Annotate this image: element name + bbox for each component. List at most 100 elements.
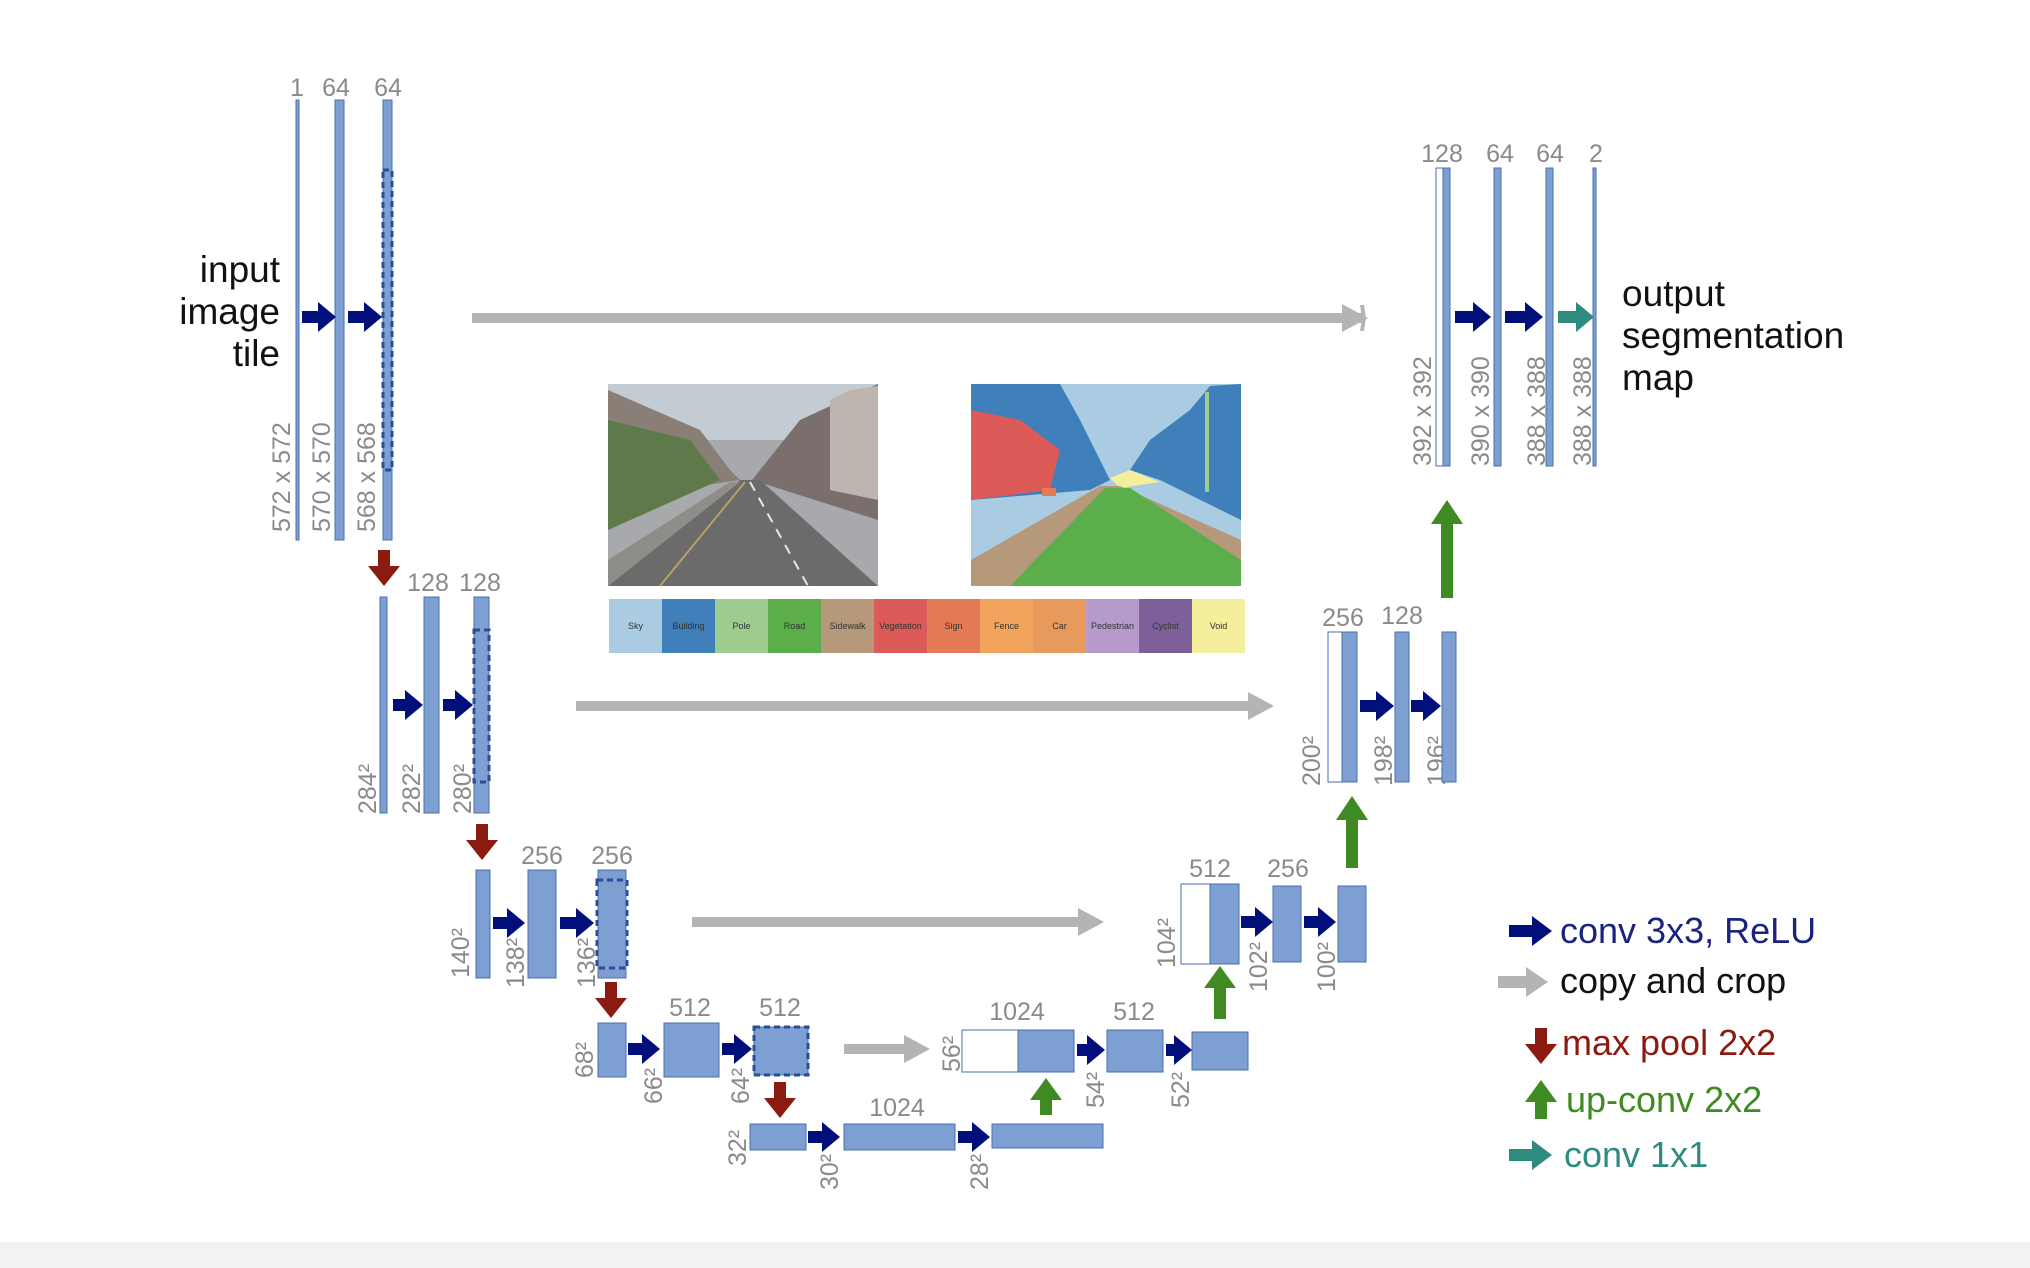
legend-label-upconv: up-conv 2x2 (1566, 1079, 1762, 1120)
pool-arrow (595, 982, 627, 1018)
channel-label: 128 (1381, 602, 1423, 630)
output-caption-line-1: output (1622, 273, 1726, 314)
class-swatch-void: Void (1192, 599, 1245, 653)
class-swatch-label: Sidewalk (829, 621, 866, 631)
class-swatch-sign: Sign (927, 599, 980, 653)
size-label: 138² (502, 938, 530, 988)
channel-label: 256 (521, 842, 563, 870)
upconv-arrow (1204, 966, 1236, 1019)
feature-map (597, 869, 627, 979)
class-swatch-fence: Fence (980, 599, 1033, 653)
output-caption-line-3: map (1622, 357, 1694, 398)
feature-map (597, 1022, 627, 1078)
upconv-arrows (1030, 500, 1463, 1115)
conv-arrow (958, 1122, 990, 1152)
size-label: 388 x 388 (1569, 356, 1597, 466)
legend-pool-icon (1525, 1028, 1557, 1064)
class-swatch-label: Sky (628, 621, 644, 631)
segmentation-map (971, 384, 1241, 586)
footer-strip (0, 1242, 2030, 1268)
class-swatch-sky: Sky (609, 599, 662, 653)
size-label: 140² (447, 928, 475, 978)
conv-arrow (1077, 1035, 1105, 1065)
class-swatch-cyclist: Cyclist (1139, 599, 1192, 653)
pool-arrow (368, 550, 400, 586)
channel-label: 2 (1589, 140, 1603, 168)
size-label: 282² (398, 764, 426, 814)
channel-label: 64 (374, 74, 402, 102)
upconv-arrow (1030, 1078, 1062, 1115)
size-label: 570 x 570 (308, 422, 336, 532)
feature-map (527, 869, 557, 979)
size-label: 66² (640, 1068, 668, 1104)
feature-map (1545, 167, 1554, 467)
feature-map (1441, 631, 1457, 783)
class-swatch-label: Vegetation (879, 621, 922, 631)
conv-arrow (1166, 1035, 1192, 1065)
legend-upconv-icon (1525, 1080, 1557, 1119)
conv-arrows (302, 302, 1543, 1152)
legend-conv1x1-icon (1509, 1140, 1552, 1170)
channel-label: 512 (1189, 855, 1231, 883)
channel-label: 512 (669, 994, 711, 1022)
channel-label: 256 (591, 842, 633, 870)
legend: conv 3x3, ReLU copy and crop max pool 2x… (1498, 910, 1816, 1175)
channel-label: 128 (459, 569, 501, 597)
legend-label-copy: copy and crop (1560, 960, 1786, 1001)
copy-map (1327, 631, 1343, 783)
conv-arrow (443, 690, 473, 720)
channel-label: 1024 (989, 998, 1045, 1026)
size-label: 30² (816, 1154, 844, 1190)
size-label: 56² (938, 1036, 966, 1072)
channel-label: 1 (290, 74, 304, 102)
feature-map (382, 99, 393, 541)
copy-arrow-level-3 (692, 908, 1104, 936)
copy-crop-arrows (472, 304, 1368, 1063)
channel-label: 128 (407, 569, 449, 597)
legend-label-pool: max pool 2x2 (1562, 1022, 1776, 1063)
upconv-arrow (1431, 500, 1463, 598)
feature-map (1337, 885, 1367, 963)
feature-map (1017, 1029, 1075, 1073)
conv-arrow (808, 1122, 840, 1152)
conv-arrow (628, 1034, 660, 1064)
pool-arrows (368, 550, 796, 1118)
feature-map (1341, 631, 1358, 783)
legend-label-conv1x1: conv 1x1 (1564, 1134, 1708, 1175)
channel-label: 512 (1113, 998, 1155, 1026)
legend-label-conv: conv 3x3, ReLU (1560, 910, 1816, 951)
class-swatch-label: Void (1210, 621, 1228, 631)
feature-map (843, 1123, 956, 1151)
feature-map (1394, 631, 1410, 783)
conv-arrow (1360, 691, 1394, 721)
input-caption-line-3: tile (233, 333, 280, 374)
feature-map (991, 1123, 1104, 1149)
channel-label: 64 (1536, 140, 1564, 168)
conv-arrow (1455, 302, 1491, 332)
output-caption-line-2: segmentation (1622, 315, 1844, 356)
conv-arrow (1304, 907, 1336, 937)
size-label: 68² (571, 1042, 599, 1078)
conv1x1-arrow (1558, 302, 1594, 332)
conv-arrow (1411, 691, 1441, 721)
input-caption-line-1: input (200, 249, 281, 290)
size-label: 392 x 392 (1409, 356, 1437, 466)
class-swatch-label: Building (672, 621, 704, 631)
class-swatch-label: Fence (994, 621, 1019, 631)
class-swatch-label: Sign (944, 621, 962, 631)
class-swatch-label: Road (784, 621, 806, 631)
conv-arrow (722, 1034, 752, 1064)
size-label: 64² (727, 1068, 755, 1104)
channel-label: 1024 (869, 1094, 925, 1122)
feature-map (295, 99, 300, 541)
crop-region (381, 168, 394, 472)
channel-label: 64 (322, 74, 350, 102)
crop-region (752, 1025, 810, 1077)
upconv-arrow (1336, 796, 1368, 868)
feature-map (1191, 1031, 1249, 1071)
size-label: 104² (1153, 918, 1181, 968)
class-swatch-sidewalk: Sidewalk (821, 599, 874, 653)
feature-map (1272, 885, 1302, 963)
size-label: 32² (724, 1130, 752, 1166)
feature-map (663, 1022, 720, 1078)
